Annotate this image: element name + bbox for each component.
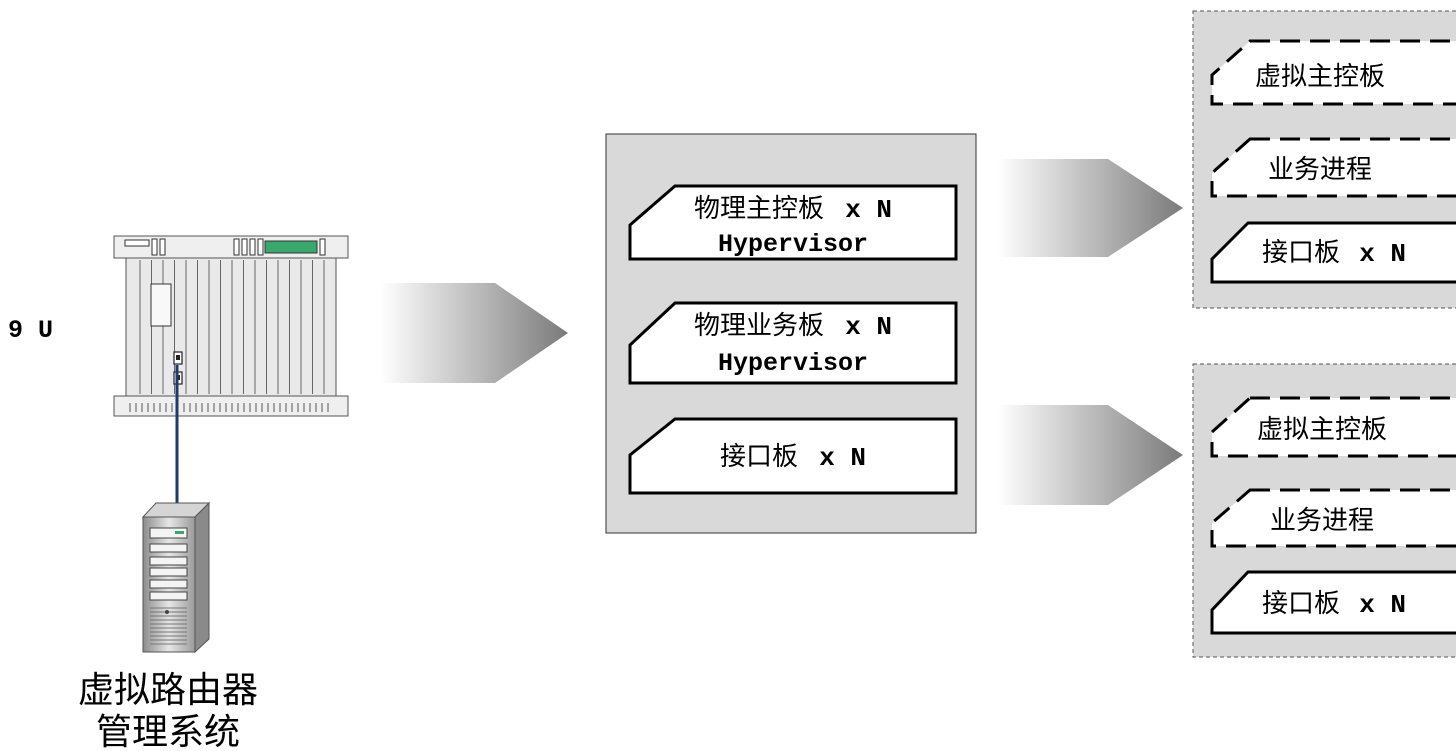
board-count: x N [819,443,866,473]
svg-text:物理主控板 x N: 物理主控板 x N [694,193,892,225]
physical-main-control-board: 物理主控板 x N Hypervisor [628,184,958,261]
board-count: x N [1359,239,1406,269]
physical-service-board: 物理业务板 x N Hypervisor [628,301,958,385]
board-name: 接口板 [1262,589,1340,619]
arrow-to-physical [381,283,568,383]
arrow-to-virtual-router-2 [998,405,1183,505]
manager-label-line1: 虚拟路由器 [78,670,258,711]
board-hypervisor: Hypervisor [718,230,868,259]
server-tower-icon [141,501,211,654]
virtual-main-control-board: 虚拟主控板 [1210,396,1456,458]
manager-label-line2: 管理系统 [96,712,240,751]
board-count: x N [1359,590,1406,620]
virtual-process-label: 业务进程 [1268,155,1372,185]
router-chassis-icon [113,235,349,417]
chassis-height-label: 9 U [8,316,53,345]
chassis-display [264,240,318,254]
virtual-service-process: 业务进程 [1210,137,1456,198]
virtual-interface-board: 接口板 x N [1210,221,1456,284]
svg-text:物理业务板 x N: 物理业务板 x N [694,310,892,342]
board-name: 物理主控板 [694,194,824,224]
board-name: 物理业务板 [694,311,824,341]
virtual-board-label: 虚拟主控板 [1255,62,1385,92]
board-count: x N [845,195,892,225]
svg-text:接口板 x N: 接口板 x N [1262,588,1406,620]
board-name: 接口板 [720,442,798,472]
virtual-board-label: 虚拟主控板 [1257,415,1387,445]
virtual-process-label: 业务进程 [1270,506,1374,536]
arrow-to-virtual-router-1 [998,159,1183,257]
svg-text:接口板 x N: 接口板 x N [720,441,866,473]
svg-text:接口板 x N: 接口板 x N [1262,237,1406,269]
virtual-interface-board: 接口板 x N [1210,570,1456,635]
board-name: 接口板 [1262,238,1340,268]
board-count: x N [845,312,892,342]
board-hypervisor: Hypervisor [718,349,868,378]
virtual-main-control-board: 虚拟主控板 [1210,39,1456,106]
physical-interface-board: 接口板 x N [628,417,958,495]
virtual-service-process: 业务进程 [1210,488,1456,548]
